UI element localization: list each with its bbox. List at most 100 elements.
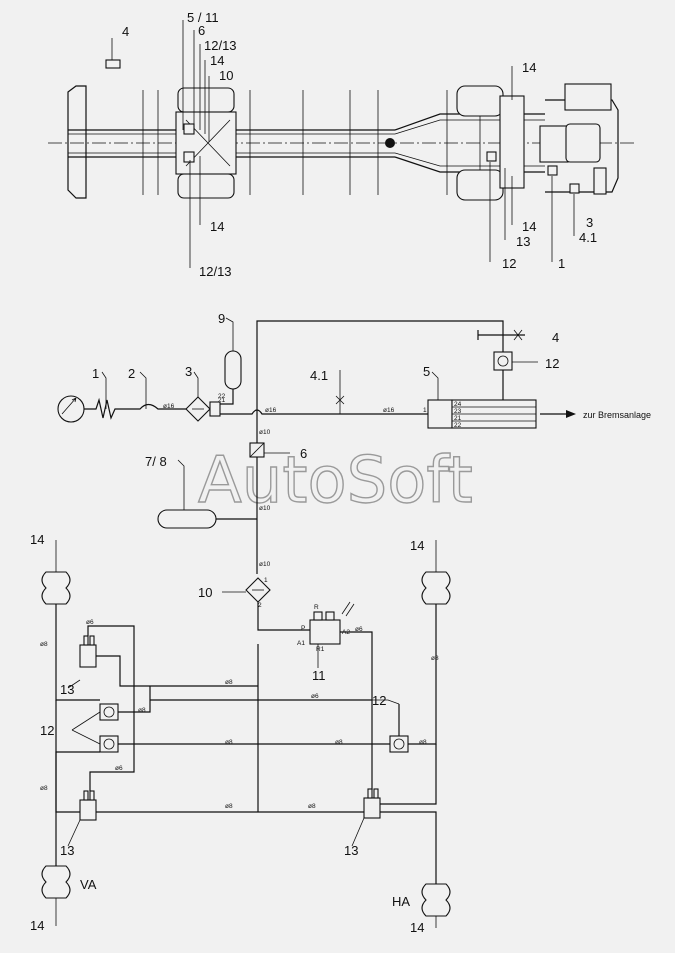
port-22-block: 22 — [454, 422, 462, 429]
pipe-size-16-c: ø16 — [383, 407, 395, 414]
pipe-size-10-a: ø10 — [259, 429, 271, 436]
chassis-label-14-front-bottom: 14 — [522, 219, 536, 234]
pipe-size-10-b: ø10 — [259, 505, 271, 512]
schematic-leaders — [67, 317, 538, 847]
compressor-1-marker — [547, 165, 558, 176]
air-spring-front-left-top — [41, 571, 71, 605]
chassis-label-13: 13 — [516, 234, 530, 249]
pipe-size-8-g: ø8 — [419, 739, 427, 746]
pipe-size-16-a: ø16 — [163, 403, 175, 410]
compressor-1 — [57, 395, 85, 423]
chassis-leaders — [182, 20, 575, 268]
label-1: 1 — [92, 366, 99, 381]
label-12-top: 12 — [545, 356, 559, 371]
label-2: 2 — [128, 366, 135, 381]
label-9: 9 — [218, 311, 225, 326]
pipe-size-8-b: ø8 — [40, 785, 48, 792]
port-r: R — [314, 604, 319, 611]
watermark-text: AutoSoft — [198, 444, 473, 518]
label-14-right-top: 14 — [410, 538, 424, 553]
label-10: 10 — [198, 585, 212, 600]
pipe-size-8-a: ø8 — [40, 641, 48, 648]
pipe-size-6-d: ø6 — [355, 626, 363, 633]
label-5: 5 — [423, 364, 430, 379]
air-spring-front-left-bottom — [41, 865, 71, 899]
port-21-block: 21 — [454, 415, 462, 422]
port-22: 22 — [218, 393, 226, 400]
cross-lines — [87, 604, 437, 884]
level-valve-11 — [309, 619, 341, 645]
pipe-size-8-i: ø8 — [308, 803, 316, 810]
label-destination: zur Bremsanlage — [583, 410, 651, 420]
pipe-size-16-b: ø16 — [265, 407, 277, 414]
rear-axle — [175, 87, 237, 199]
port-23: 23 — [454, 408, 462, 415]
chassis-label-3: 3 — [586, 215, 593, 230]
check-valve-12-left-bottom — [99, 735, 119, 753]
pipe-size-8-c: ø8 — [138, 707, 146, 714]
check-valve-12-top — [493, 351, 513, 371]
label-14-right-bottom: 14 — [410, 920, 424, 935]
port-p: P — [301, 625, 305, 632]
pressure-line-2 — [84, 397, 186, 420]
pipe-size-6-b: ø6 — [115, 765, 123, 772]
top-supply-line — [256, 320, 504, 414]
reservoir-9 — [224, 350, 242, 390]
supply-line-16 — [220, 409, 428, 415]
pipe-size-8-h: ø8 — [225, 803, 233, 810]
port-r1: R1 — [316, 646, 325, 653]
port-a2: A2 — [342, 629, 350, 636]
pipe-size-6-a: ø6 — [86, 619, 94, 626]
label-13-top: 13 — [60, 682, 74, 697]
pneumatic-schematic: 1 2 3 4 4.1 5 6 7/ 8 9 10 11 12 12 12 13… — [30, 311, 651, 935]
port-1-filter: 1 — [264, 577, 268, 584]
label-4: 4 — [552, 330, 559, 345]
chassis-label-12-13-bottom: 12/13 — [199, 264, 232, 279]
label-14-left-bottom: 14 — [30, 918, 44, 933]
dryer-3-marker — [569, 183, 580, 194]
label-12-right: 12 — [372, 693, 386, 708]
label-3: 3 — [185, 364, 192, 379]
kingpin — [385, 138, 395, 148]
chassis-top-view: 4 5 / 11 6 12/13 14 10 14 12/13 14 14 13… — [48, 10, 636, 279]
chassis-label-12: 12 — [502, 256, 516, 271]
cab-engine — [539, 83, 619, 195]
label-14-left-top: 14 — [30, 532, 44, 547]
port-2: 2 — [258, 602, 262, 609]
rear-bumper — [67, 85, 87, 199]
check-valve-12-left-top — [99, 703, 119, 721]
protection-valve-5 — [427, 399, 453, 429]
label-13-right: 13 — [344, 843, 358, 858]
chassis-label-14-front-top: 14 — [522, 60, 536, 75]
pipe-size-10-c: ø10 — [259, 561, 271, 568]
label-7-8: 7/ 8 — [145, 454, 167, 469]
chassis-label-14-top: 14 — [210, 53, 224, 68]
pipe-size-8-d: ø8 — [225, 679, 233, 686]
label-13-bottom: 13 — [60, 843, 74, 858]
label-ha: HA — [392, 894, 410, 909]
reservoir-7-8 — [157, 509, 217, 529]
chassis-label-6: 6 — [198, 23, 205, 38]
level-valve-13-bottom — [79, 799, 97, 821]
label-12-left: 12 — [40, 723, 54, 738]
pipe-size-8-e: ø8 — [225, 739, 233, 746]
port-21: 21 — [218, 397, 226, 404]
port-24: 24 — [454, 401, 462, 408]
label-11: 11 — [312, 668, 326, 683]
reservoir-4-marker — [105, 59, 121, 69]
port-1: 1 — [423, 407, 427, 414]
air-spring-rear-right-top — [421, 571, 451, 605]
front-axle — [456, 85, 525, 201]
chassis-label-12-13-top: 12/13 — [204, 38, 237, 53]
pipe-size-8-j: ø8 — [431, 655, 439, 662]
label-4-1: 4.1 — [310, 368, 328, 383]
label-6: 6 — [300, 446, 307, 461]
check-valve-12-right — [389, 735, 409, 753]
pipe-size-6-c: ø6 — [311, 693, 319, 700]
pipe-size-8-f: ø8 — [335, 739, 343, 746]
chassis-label-1: 1 — [558, 256, 565, 271]
chassis-label-14-bottom: 14 — [210, 219, 224, 234]
label-va: VA — [80, 877, 97, 892]
level-valve-13-top — [79, 644, 97, 668]
